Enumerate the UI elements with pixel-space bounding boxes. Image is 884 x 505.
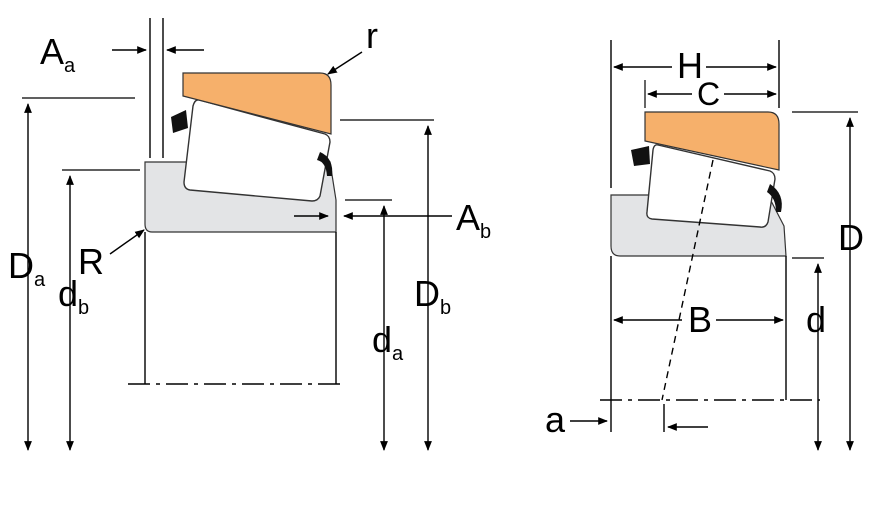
right-cage-top [631, 146, 650, 166]
label-db: db [58, 273, 89, 319]
label-H: H [677, 45, 703, 86]
left-cage-bottom [317, 152, 333, 176]
label-r: r [366, 15, 378, 56]
right-roller [646, 144, 776, 228]
right-cup [644, 111, 780, 171]
left-bearing: Aa r Ab R Da db Db da [8, 15, 491, 451]
label-d: d [806, 299, 826, 340]
label-C: C [697, 76, 720, 112]
label-Ab: Ab [456, 197, 491, 243]
left-cup [182, 72, 332, 135]
right-pressure-line [661, 159, 714, 401]
label-Db: Db [414, 273, 451, 319]
left-cage-top [171, 110, 188, 133]
left-roller [183, 99, 331, 202]
arrow-R [109, 229, 145, 255]
label-Aa: Aa [40, 31, 76, 77]
arrow-r [327, 51, 363, 75]
right-cage-bottom [767, 184, 782, 212]
label-a: a [545, 399, 566, 440]
right-bearing: H C D B d a [545, 40, 864, 451]
label-B: B [688, 299, 712, 340]
label-D: D [838, 217, 864, 258]
label-R: R [78, 241, 104, 282]
label-da: da [372, 319, 404, 365]
label-Da: Da [8, 245, 46, 291]
